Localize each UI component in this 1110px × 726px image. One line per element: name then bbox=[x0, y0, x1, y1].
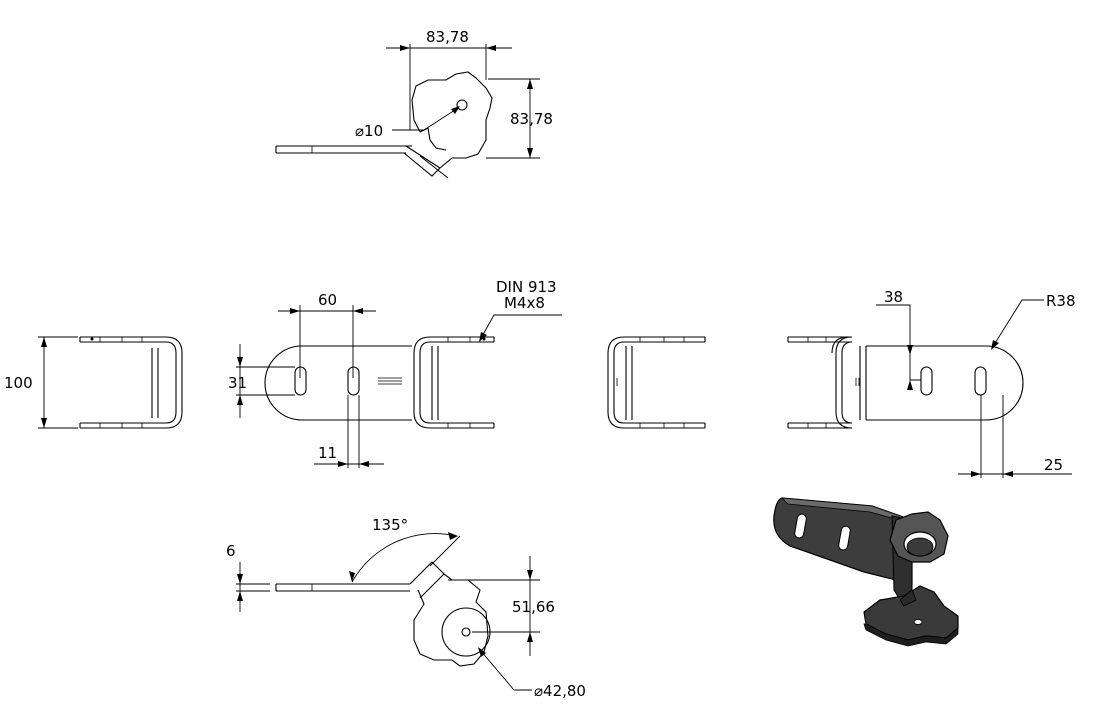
dim-bottom-height: 51,66 bbox=[512, 598, 555, 616]
bottom-view: 135° 6 51,66 ⌀42,80 bbox=[226, 516, 586, 700]
dim-top-hole: ⌀10 bbox=[355, 122, 383, 140]
front-view: 60 31 11 DIN 913 M4x8 bbox=[228, 278, 562, 468]
screw-spec-din: DIN 913 bbox=[496, 278, 557, 296]
top-view: 83,78 83,78 ⌀10 bbox=[275, 28, 553, 179]
dim-top-width: 83,78 bbox=[426, 28, 469, 46]
dim-end-offset: 25 bbox=[1044, 456, 1063, 474]
screw-spec-size: M4x8 bbox=[504, 294, 545, 312]
side-view-left: 100 bbox=[4, 336, 183, 429]
dim-slot-spacing: 60 bbox=[318, 291, 337, 309]
dim-end-radius: R38 bbox=[1046, 292, 1076, 310]
dim-thickness: 6 bbox=[226, 542, 236, 560]
dim-top-height: 83,78 bbox=[510, 110, 553, 128]
isometric-view bbox=[773, 497, 959, 647]
side-view-right bbox=[607, 336, 706, 429]
dim-slot-height: 31 bbox=[228, 374, 247, 392]
dim-angle: 135° bbox=[372, 516, 408, 534]
dim-overall-height: 100 bbox=[4, 374, 33, 392]
dim-slot-width: 11 bbox=[318, 444, 337, 462]
dim-slot-offset: 38 bbox=[884, 288, 903, 306]
back-view: 38 R38 25 bbox=[787, 288, 1076, 478]
dim-bottom-diameter: ⌀42,80 bbox=[534, 682, 586, 700]
